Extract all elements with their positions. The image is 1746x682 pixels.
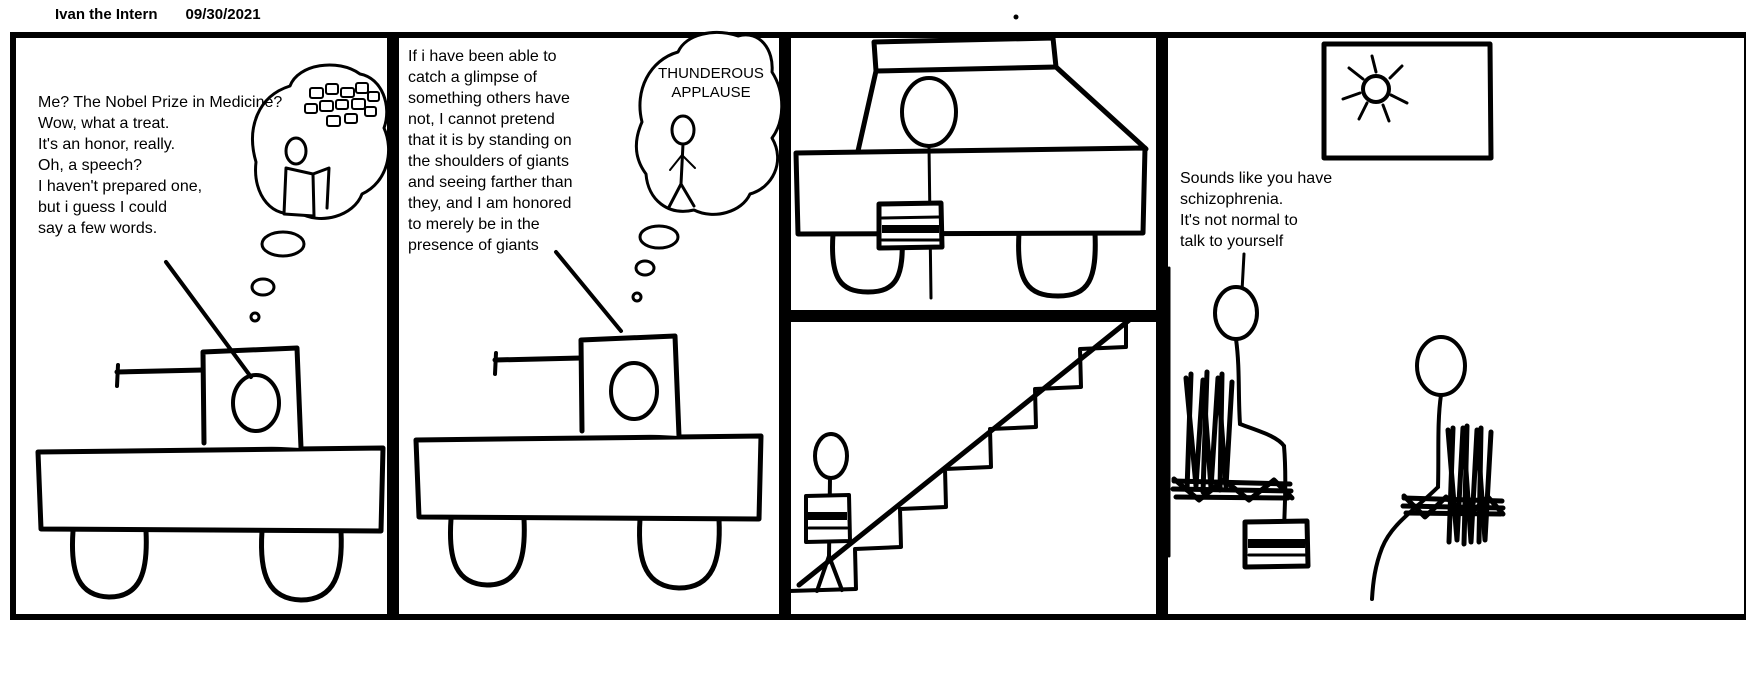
thought-trail-dot xyxy=(249,311,261,323)
stick-figure-head xyxy=(1415,335,1467,397)
comic-header: Ivan the Intern 09/30/2021 xyxy=(55,6,261,23)
window-frame xyxy=(1321,41,1494,161)
thought-bubble-text: THUNDEROUS APPLAUSE xyxy=(658,65,764,101)
seated-figure-left xyxy=(1170,285,1295,558)
panel-4-frame xyxy=(1156,32,1746,620)
panel1-dialogue: Me? The Nobel Prize in Medicine? Wow, wh… xyxy=(38,94,283,237)
dialogue-pointer-line xyxy=(164,260,253,379)
panel2-dialogue: If i have been able to catch a glimpse o… xyxy=(408,48,573,254)
stick-figure-body xyxy=(1234,337,1242,426)
stick-figure-leg xyxy=(1370,485,1440,601)
thought-trail-bubble xyxy=(260,230,306,258)
driver-head xyxy=(900,76,958,148)
crowd-member xyxy=(326,115,341,127)
chair-scribble xyxy=(1184,369,1225,495)
thought-bubble xyxy=(635,31,784,216)
panel-4-art xyxy=(1167,41,1506,601)
stick-figure-body xyxy=(679,142,685,186)
panel-3-top-frame xyxy=(779,32,1168,322)
stick-figure-head xyxy=(813,432,849,480)
thought-trail-bubble xyxy=(250,277,276,297)
crowd-member xyxy=(340,87,355,98)
chair-scribble xyxy=(1183,375,1235,491)
stick-figure-arms xyxy=(669,154,696,171)
crowd-member xyxy=(335,99,349,110)
applauding-figure xyxy=(667,114,696,209)
striped-box xyxy=(1242,518,1311,570)
panel-1-art xyxy=(38,63,391,600)
seated-figure-right xyxy=(1370,335,1506,601)
crowd-member xyxy=(344,113,358,124)
panel-2-art xyxy=(416,31,784,588)
crowd-member xyxy=(319,100,334,112)
comic-title: Ivan the Intern xyxy=(55,6,158,23)
crowd-member xyxy=(304,103,318,114)
stick-figure-legs xyxy=(667,182,696,209)
sun-rays xyxy=(1341,54,1409,123)
box-stripe-band xyxy=(882,225,939,233)
crowd-member xyxy=(325,83,339,95)
chair-scribble xyxy=(1446,423,1484,547)
crowd-member xyxy=(367,91,380,102)
crowd-member xyxy=(364,106,377,117)
panel-3-bottom-art xyxy=(787,314,1139,593)
comic-date: 09/30/2021 xyxy=(185,6,261,23)
stick-figure-legs xyxy=(815,554,844,593)
crowd-member xyxy=(309,87,324,99)
seat-scribble xyxy=(1401,493,1506,520)
striped-box xyxy=(876,200,945,251)
truck-windshield-right xyxy=(1053,64,1149,152)
speaker-head xyxy=(284,136,308,166)
panel4-dialogue: Sounds like you have schizophrenia. It's… xyxy=(1180,170,1333,250)
box-stripe-band xyxy=(1248,539,1305,548)
truck-roof-box xyxy=(871,35,1059,74)
sun-icon xyxy=(1341,54,1409,123)
thought-trail-dot xyxy=(631,291,643,303)
truck-drawing xyxy=(38,348,383,600)
striped-box xyxy=(804,493,852,544)
truck-drawing xyxy=(416,336,761,588)
dialogue-pointer-line xyxy=(554,250,623,333)
stair-railing xyxy=(796,314,1136,588)
crowd-drawing xyxy=(304,82,380,127)
thought-trail-bubble xyxy=(634,259,656,277)
chair-scribble xyxy=(1445,425,1494,545)
panel-1-frame xyxy=(10,32,399,620)
thought-trail-bubble xyxy=(638,224,680,250)
podium-drawing xyxy=(282,166,316,218)
box-stripe-line xyxy=(880,215,941,220)
podium-side xyxy=(311,166,331,210)
box-stripe-band xyxy=(808,512,847,520)
crowd-member xyxy=(351,98,366,110)
stick-figure-head xyxy=(670,114,696,146)
crowd-member xyxy=(355,82,369,94)
panel-3-bottom-frame xyxy=(779,310,1168,620)
stray-ink-mark xyxy=(1013,14,1019,20)
truck-wheel-rear xyxy=(1016,230,1098,299)
sun-disc xyxy=(1361,74,1391,104)
stick-figure-body xyxy=(1436,393,1443,489)
truck-body xyxy=(793,145,1148,237)
seat-scribble xyxy=(1171,476,1295,503)
stick-figure-thigh xyxy=(1238,422,1286,448)
truck-windshield-left xyxy=(855,68,879,154)
panel-2-frame xyxy=(387,32,791,620)
stairs-drawing xyxy=(787,315,1139,593)
dialogue-pointer-line xyxy=(1240,252,1246,293)
stick-figure-head xyxy=(1213,285,1259,341)
panel-3-top-art xyxy=(793,35,1149,300)
